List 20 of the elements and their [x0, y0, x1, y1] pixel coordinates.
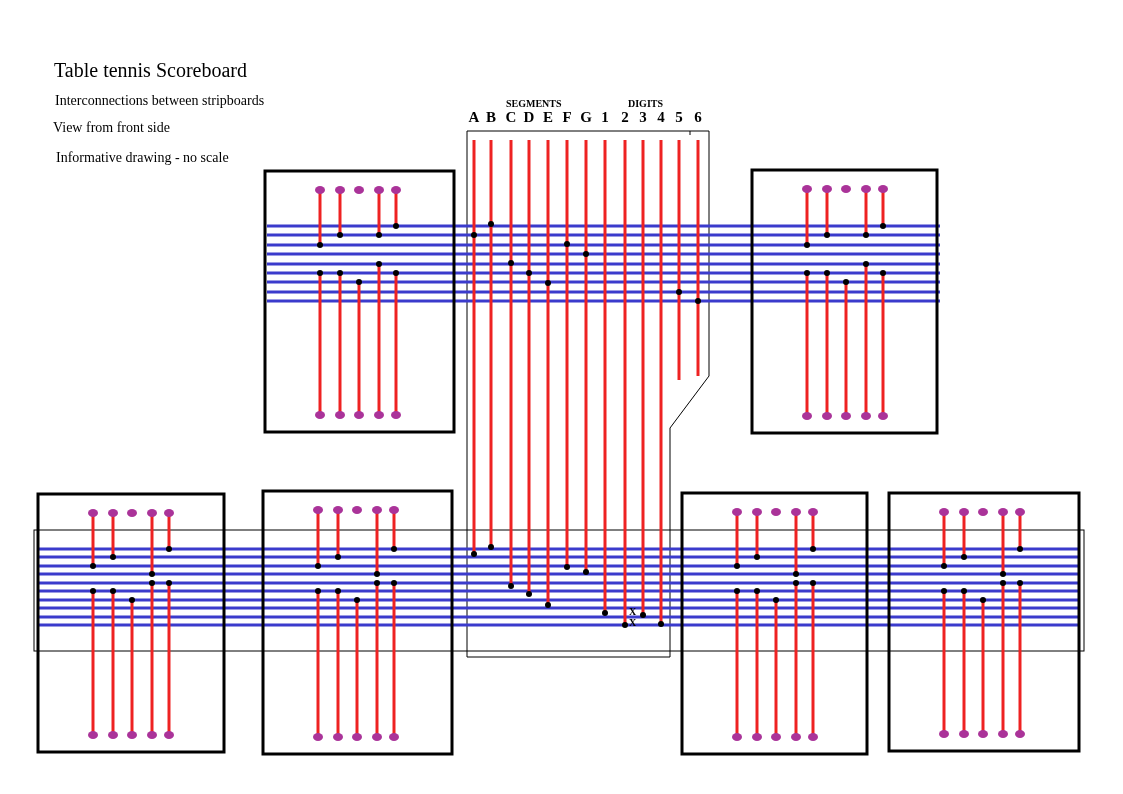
segment-letter: F	[561, 110, 573, 125]
cross-mark: X	[629, 607, 637, 617]
segment-letter: D	[523, 110, 535, 125]
subtitle-text: Interconnections between stripboards	[55, 94, 265, 108]
section-heading: DIGITS	[628, 99, 663, 109]
digit-number: 5	[674, 110, 684, 125]
note-text: Informative drawing - no scale	[56, 151, 229, 165]
segment-letter: B	[485, 110, 497, 125]
digit-number: 3	[638, 110, 648, 125]
segment-letter: G	[580, 110, 592, 125]
digit-number: 4	[656, 110, 666, 125]
title: Table tennis Scoreboard	[54, 60, 247, 80]
digit-number: 2	[620, 110, 630, 125]
segment-letter: C	[505, 110, 517, 125]
section-heading: SEGMENTS	[506, 99, 562, 109]
digit-number: 6	[693, 110, 703, 125]
segment-letter: E	[542, 110, 554, 125]
digit-number: 1	[600, 110, 610, 125]
subtitle-text: View from front side	[53, 121, 170, 135]
segment-letter: A	[468, 110, 480, 125]
